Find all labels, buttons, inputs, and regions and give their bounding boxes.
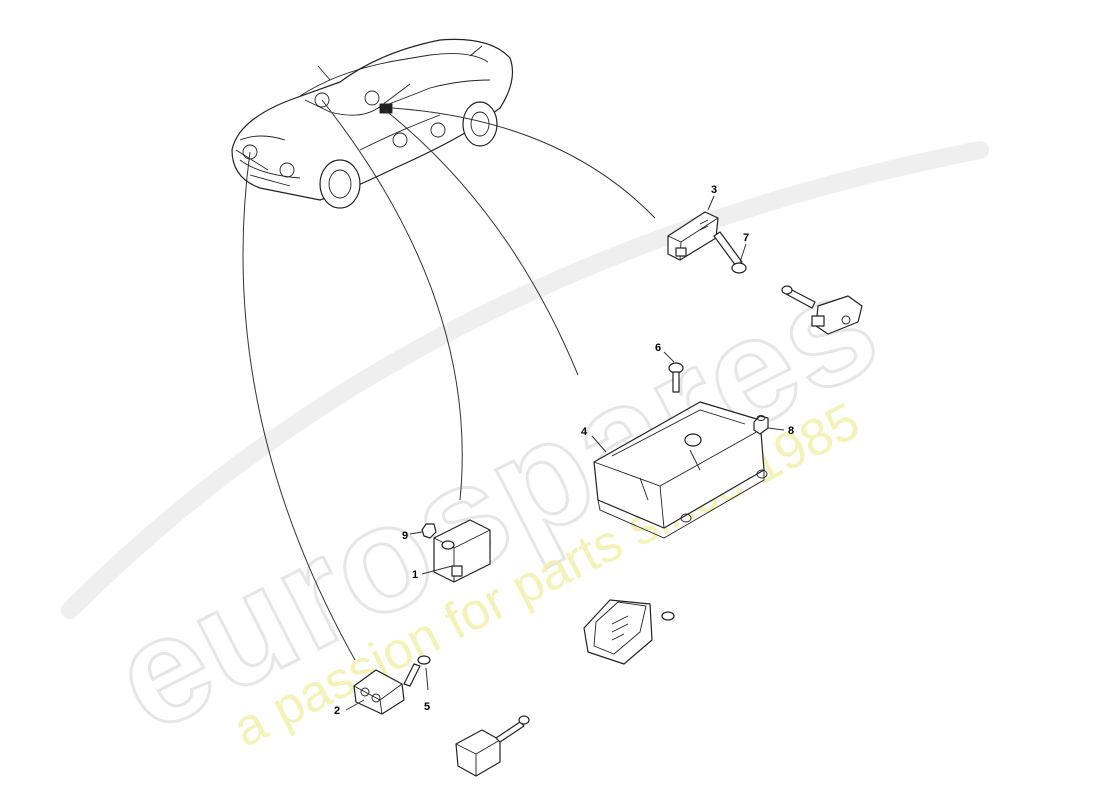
bolt-part-5: [403, 655, 431, 687]
callout-2: 2: [334, 699, 365, 717]
callout-4: 4: [581, 426, 607, 453]
callout-label-8: 8: [788, 425, 794, 437]
callout-8: 8: [767, 425, 794, 437]
callout-label-9: 9: [402, 530, 408, 542]
watermark-swoosh: [61, 141, 989, 619]
callout-label-3: 3: [711, 184, 717, 196]
callout-label-6: 6: [655, 342, 661, 354]
bolt-part-6: [668, 362, 684, 393]
sensor-part-1: [433, 519, 491, 583]
callout-6: 6: [655, 342, 675, 363]
callout-9: 9: [402, 530, 423, 542]
callouts: 1 2 3 4 5 6 7 8: [334, 184, 794, 717]
sensor-part-2: [353, 669, 405, 715]
callout-5: 5: [424, 667, 430, 713]
callout-label-2: 2: [334, 705, 340, 717]
leader-lines: [242, 99, 656, 661]
sensor-part-3: [667, 211, 719, 261]
sensor-right: [781, 285, 863, 335]
callout-label-7: 7: [743, 232, 749, 244]
callout-label-1: 1: [412, 569, 418, 581]
control-module-part-4: [593, 401, 768, 539]
callout-7: 7: [739, 232, 749, 263]
module-bracket: [583, 599, 675, 665]
watermark: eurospares a passion for parts since 198…: [61, 141, 989, 765]
sensor-lower: [455, 715, 530, 777]
car-illustration: [231, 38, 513, 209]
callout-label-4: 4: [581, 426, 588, 438]
bolt-part-7: [713, 231, 747, 274]
callout-1: 1: [412, 565, 453, 581]
nut-part-9: [421, 523, 437, 539]
callout-3: 3: [707, 184, 717, 211]
callout-label-5: 5: [424, 701, 430, 713]
